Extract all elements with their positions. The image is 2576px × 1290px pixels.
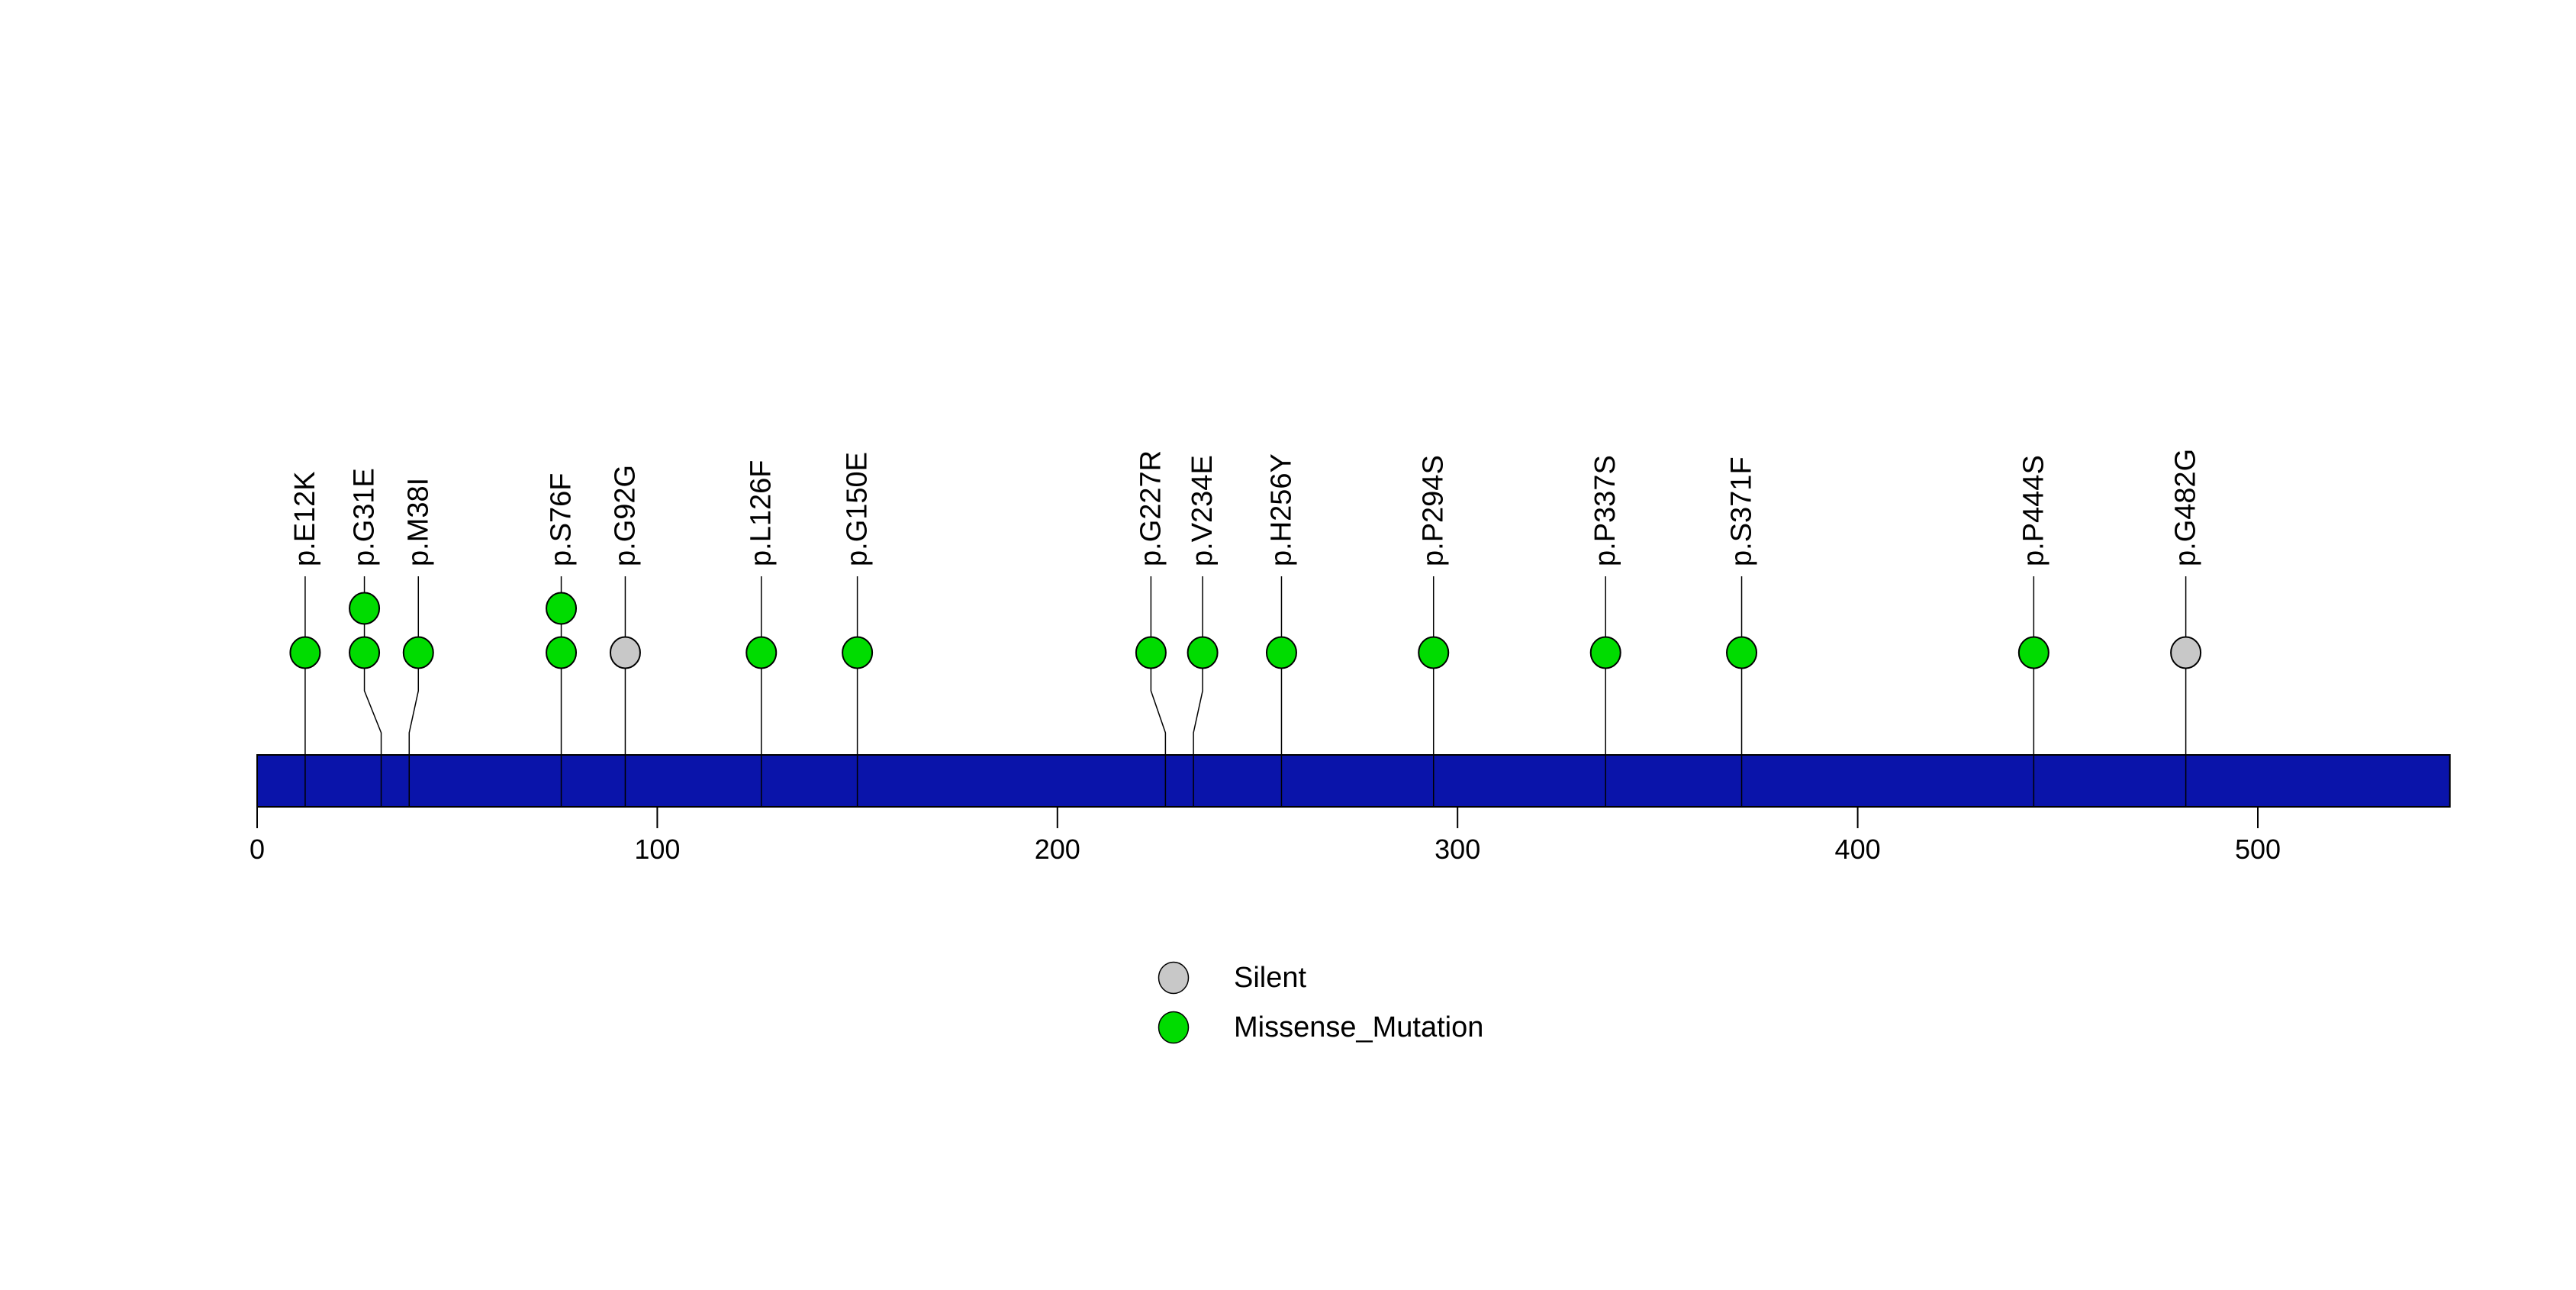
mutation-label: p.G31E: [349, 468, 381, 566]
mutation-dot: [1726, 636, 1758, 669]
mutation-label: p.S371F: [1726, 456, 1758, 566]
mutation-dot: [609, 636, 641, 669]
mutation-label: p.M38I: [402, 478, 434, 566]
legend-label-missense-mutation: Missense_Mutation: [1234, 1011, 1483, 1043]
x-axis-layer: 0 100 200 300 400 500: [250, 807, 2281, 865]
mutation-label: p.P337S: [1589, 455, 1621, 566]
mutation-dot: [2017, 636, 2050, 669]
mutation-dot: [1265, 636, 1297, 669]
protein-bar-layer: [256, 754, 2451, 808]
legend-swatch-missense-mutation: [1158, 1011, 1190, 1044]
x-axis-tick-label: 100: [634, 834, 680, 865]
mutation-label: p.S76F: [546, 472, 578, 566]
protein-bar: [256, 754, 2451, 808]
mutation-label: p.G227R: [1135, 450, 1167, 566]
mutation-label: p.H256Y: [1265, 453, 1297, 566]
mutation-stem: [1150, 576, 1167, 807]
mutation-label: p.G92G: [609, 465, 641, 566]
x-axis-tick-label: 500: [2235, 834, 2281, 865]
mutation-dot: [1589, 636, 1621, 669]
mutation-dot-layer: [289, 592, 2202, 669]
mutation-dot: [289, 636, 321, 669]
mutation-dot: [2170, 636, 2202, 669]
mutation-label: p.V234E: [1187, 455, 1219, 566]
mutation-dot: [842, 636, 874, 669]
x-axis-tick-label: 400: [1835, 834, 1881, 865]
mutation-dot: [349, 636, 381, 669]
mutation-dot: [546, 636, 578, 669]
mutation-stem: [363, 576, 382, 807]
legend-swatch-silent: [1158, 961, 1190, 995]
legend-label-silent: Silent: [1234, 962, 1306, 994]
mutation-dot: [745, 636, 778, 669]
mutation-dot: [546, 592, 578, 625]
x-axis-tick-label: 300: [1435, 834, 1480, 865]
mutation-label: p.E12K: [289, 471, 321, 566]
mutation-label: p.L126F: [745, 460, 778, 566]
mutation-dot: [1418, 636, 1450, 669]
x-axis-tick-label: 0: [250, 834, 265, 865]
mutation-dot: [402, 636, 434, 669]
mutation-stem: [408, 576, 420, 807]
mutation-label: p.P444S: [2017, 455, 2050, 566]
mutation-dot: [349, 592, 381, 625]
mutation-dot: [1135, 636, 1167, 669]
mutation-label: p.P294S: [1418, 455, 1450, 566]
mutation-stem-layer: [304, 576, 2187, 807]
mutation-label: p.G482G: [2170, 449, 2202, 566]
mutation-label-layer: p.E12K p.G31E p.M38I p.S76F p.G92G p.L126F p.G…: [289, 449, 2202, 566]
mutation-dot: [1187, 636, 1219, 669]
x-axis-tick-label: 200: [1035, 834, 1080, 865]
mutation-stem: [1193, 576, 1203, 807]
mutation-label: p.G150E: [842, 452, 874, 566]
